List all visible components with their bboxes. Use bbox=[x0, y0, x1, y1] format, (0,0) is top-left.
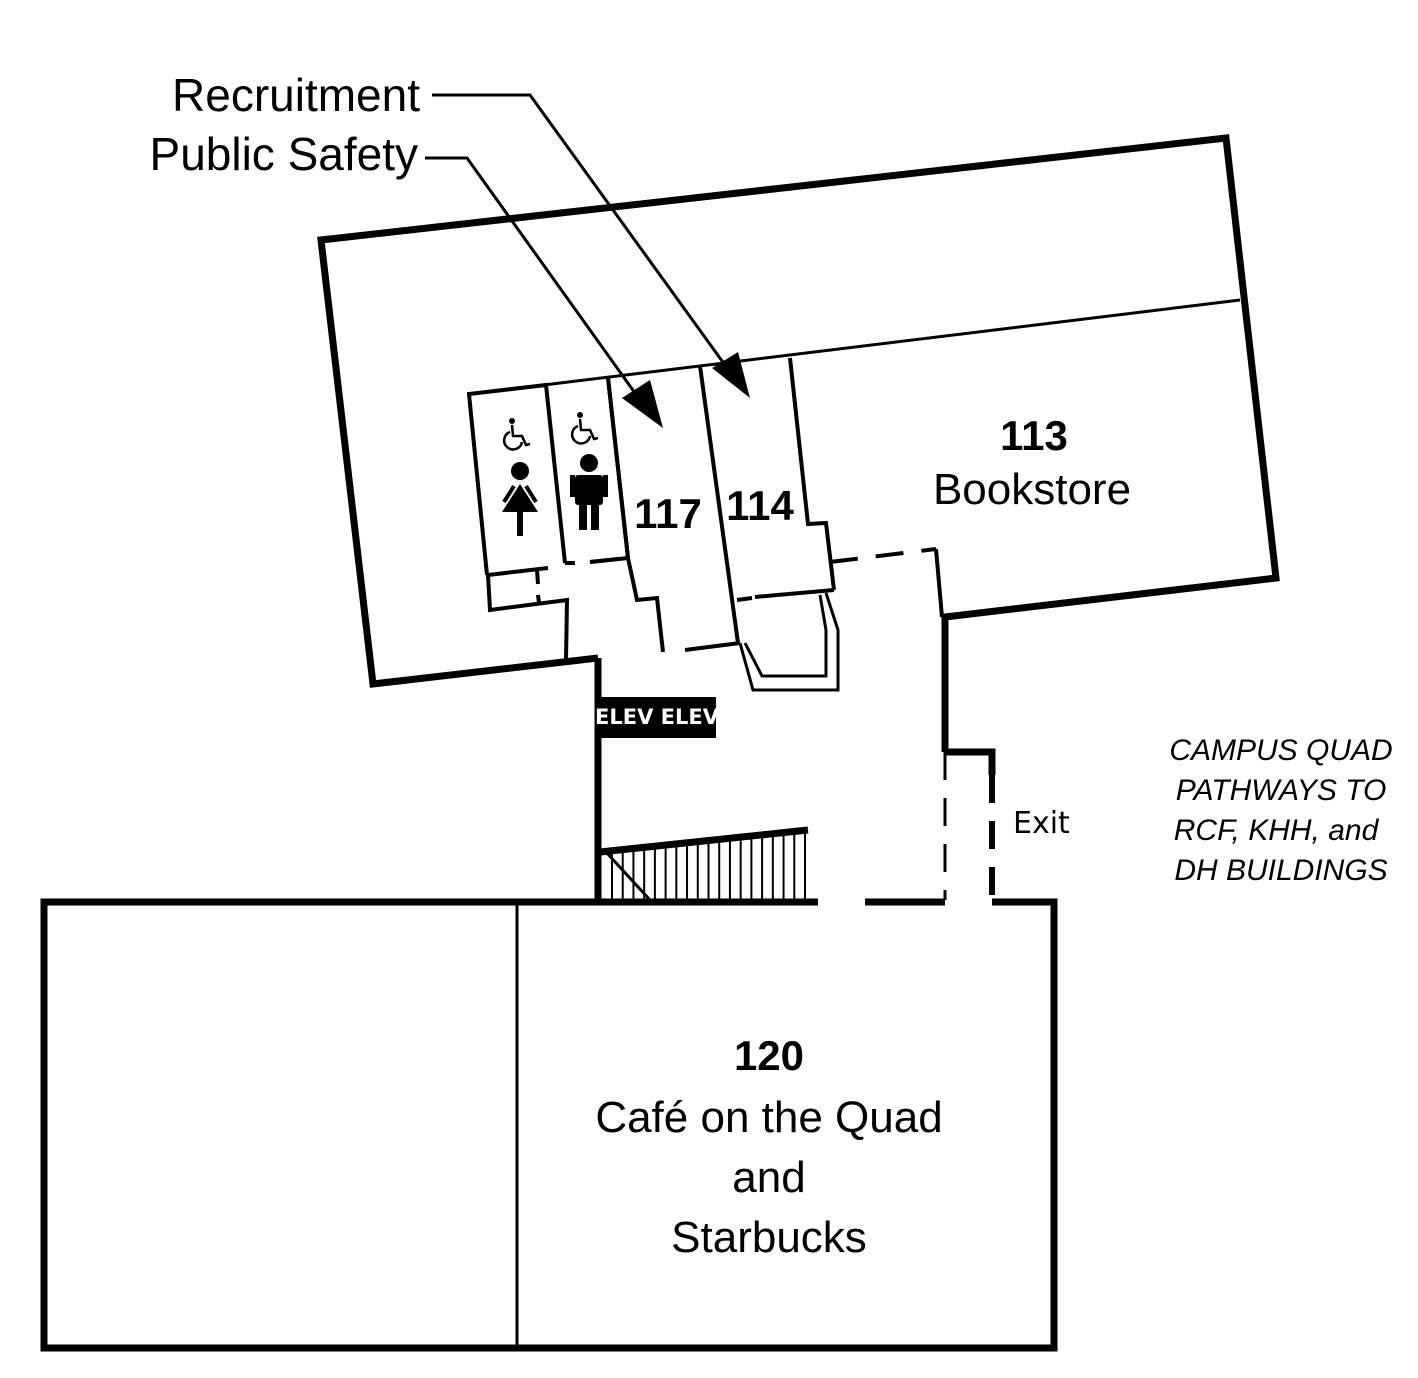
vestibule-upper-wall bbox=[487, 566, 549, 577]
room-114-left-wall bbox=[698, 365, 740, 644]
vestibule-door-stub bbox=[535, 569, 540, 585]
lower-building-outline-left bbox=[40, 898, 1058, 1352]
upper-divider-line bbox=[469, 298, 1241, 396]
room-120-name-line-1: Café on the Quad bbox=[595, 1093, 942, 1142]
room-120-name-line-2: and bbox=[732, 1153, 805, 1202]
corridor: ELEV ELEV Exit bbox=[594, 658, 1070, 905]
bookstore-dashed-opening bbox=[829, 547, 937, 564]
note-line-1: CAMPUS QUAD bbox=[1169, 734, 1392, 767]
mens-restroom-icons bbox=[570, 412, 608, 530]
restroom-dashed-opening bbox=[589, 556, 629, 564]
lower-building bbox=[40, 898, 1058, 1352]
bookstore-left-wall bbox=[934, 548, 944, 618]
note-line-4: DH BUILDINGS bbox=[1174, 854, 1387, 887]
room-120-number: 120 bbox=[734, 1032, 804, 1079]
campus-quad-note: CAMPUS QUAD PATHWAYS TO RCF, KHH, and DH… bbox=[1169, 734, 1392, 887]
wheelchair-icon bbox=[570, 412, 599, 445]
callout-public-safety: Public Safety bbox=[150, 128, 418, 180]
recruitment-leader bbox=[432, 93, 732, 373]
ramp-outer bbox=[738, 592, 840, 692]
room-114-lower-wall bbox=[754, 588, 835, 599]
recruitment-arrowhead bbox=[712, 352, 750, 398]
upper-building bbox=[317, 134, 1280, 752]
note-line-2: PATHWAYS TO bbox=[1176, 774, 1387, 807]
room-120-name-line-3: Starbucks bbox=[671, 1213, 867, 1262]
room-117-lower-wall bbox=[684, 641, 741, 652]
stair-rail bbox=[599, 826, 809, 856]
public-safety-arrowhead bbox=[622, 380, 663, 428]
exit-wall bbox=[945, 748, 996, 775]
upper-building-outline bbox=[317, 134, 1280, 752]
elevator-block bbox=[598, 697, 716, 738]
room-113-number: 113 bbox=[1000, 412, 1068, 459]
vestibule-wall bbox=[486, 574, 570, 661]
room-114-door-stub bbox=[736, 596, 753, 602]
man-icon bbox=[570, 454, 608, 530]
room-114-right-wall bbox=[788, 357, 836, 591]
room-113-name: Bookstore bbox=[933, 465, 1131, 514]
womens-restroom-icons bbox=[502, 418, 538, 536]
womens-restroom-walls bbox=[466, 382, 567, 576]
room-strip bbox=[466, 357, 944, 692]
exit-label: Exit bbox=[1013, 806, 1070, 841]
elevator-label: ELEV ELEV bbox=[595, 705, 720, 729]
ramp-inner bbox=[743, 594, 828, 678]
public-safety-leader bbox=[425, 156, 642, 401]
room-114-number: 114 bbox=[726, 482, 794, 529]
wheelchair-icon bbox=[502, 418, 531, 451]
callouts: Recruitment Public Safety bbox=[150, 69, 750, 428]
note-line-3: RCF, KHH, and bbox=[1174, 814, 1380, 847]
woman-icon bbox=[502, 462, 538, 536]
callout-recruitment: Recruitment bbox=[172, 69, 420, 121]
room-117-number: 117 bbox=[634, 490, 702, 537]
stair-diagonal bbox=[604, 850, 652, 902]
vestibule-door-stub-2 bbox=[536, 594, 541, 604]
room-117-walls bbox=[606, 377, 665, 653]
